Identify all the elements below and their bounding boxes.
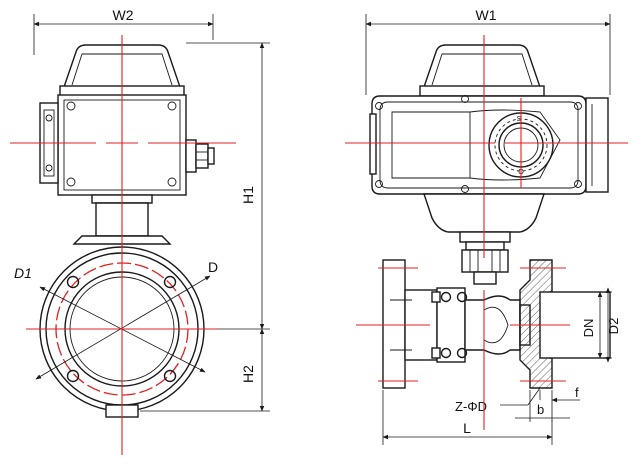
right-centerlines: [345, 35, 628, 430]
w2-label: W2: [113, 7, 134, 23]
l-label: L: [463, 420, 471, 436]
right-dimensions: DN D2 Z-ΦD f b L: [382, 287, 621, 445]
h-dimensions: H1 H2: [140, 42, 270, 412]
w1-label: W1: [476, 7, 497, 23]
f-label: f: [575, 385, 579, 400]
left-centerlines: [10, 35, 236, 455]
actuator-body: [39, 94, 215, 196]
indicator-s-label: S: [517, 116, 522, 123]
w2-dimension: W2: [33, 7, 214, 55]
right-front-view: W1 S O: [345, 7, 628, 445]
d-label: D: [208, 259, 218, 275]
dn-label: DN: [581, 319, 596, 338]
h1-label: H1: [240, 186, 256, 204]
actuator-housing-front: S O: [369, 95, 609, 195]
left-side-view: W2: [10, 7, 270, 455]
actuator-top-cover-front: [419, 44, 545, 97]
d2-label: D2: [606, 318, 621, 335]
b-label: b: [537, 402, 544, 417]
d1-label: D1: [14, 265, 32, 281]
flange-front-view: D1 D: [14, 246, 218, 418]
h2-label: H2: [240, 365, 256, 383]
w1-dimension: W1: [365, 7, 611, 95]
z-phi-d-label: Z-ΦD: [455, 399, 487, 414]
